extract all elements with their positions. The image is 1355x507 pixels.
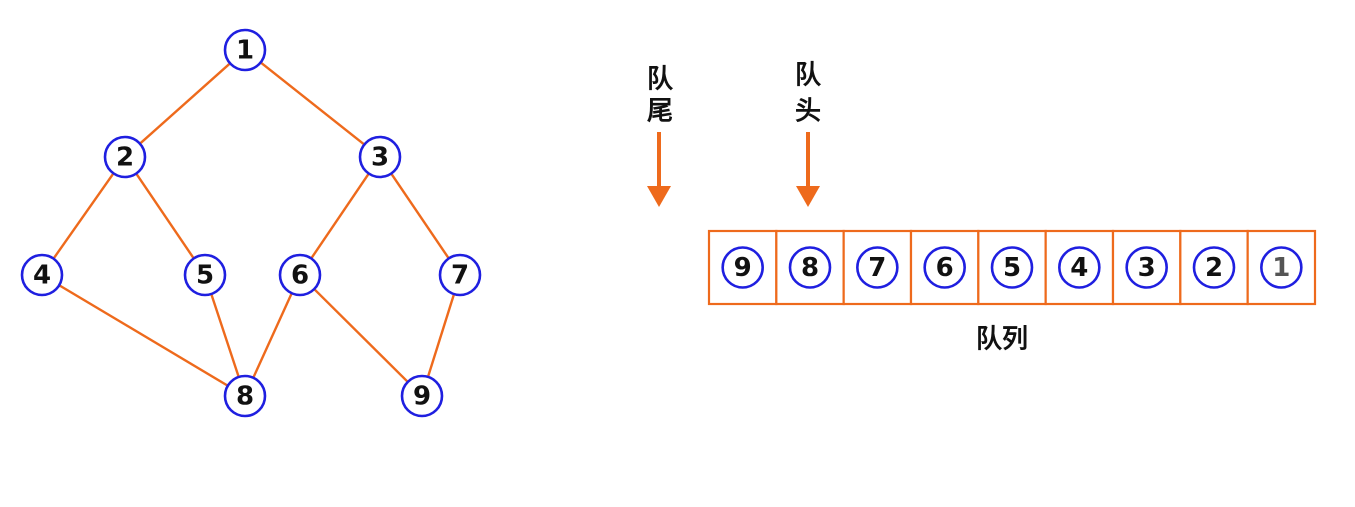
queue-cell-circle — [721, 246, 764, 289]
edge-6-8 — [252, 292, 293, 379]
graph-node-circle — [400, 374, 444, 418]
queue-cell-circle — [1260, 246, 1303, 289]
queue-tail-label-char-2: 尾 — [647, 97, 673, 127]
graph-node-label: 8 — [236, 382, 254, 412]
edge-3-7 — [390, 172, 450, 260]
graph-node-label: 3 — [371, 143, 389, 173]
edge-4-8 — [58, 284, 229, 387]
graph-node-8: 8 — [223, 374, 267, 418]
queue-head-arrow — [796, 132, 820, 207]
graph-node-7: 7 — [438, 253, 482, 297]
edge-3-6 — [310, 172, 370, 260]
edge-6-9 — [313, 288, 409, 383]
queue-cell-4: 4 — [1044, 229, 1115, 306]
graph-node-label: 6 — [291, 261, 309, 291]
graph-node-1: 1 — [223, 28, 267, 72]
graph-node-label: 4 — [33, 261, 51, 291]
graph-node-5: 5 — [183, 253, 227, 297]
graph-node-circle — [278, 253, 322, 297]
queue-cells: 9 8 7 6 5 4 3 2 1 — [707, 229, 1317, 306]
queue-cell-7: 7 — [842, 229, 913, 306]
queue-cell-circle — [856, 246, 899, 289]
edge-5-8 — [210, 293, 240, 378]
edge-2-4 — [52, 172, 115, 260]
edge-7-9 — [426, 293, 456, 378]
queue-cell-label: 5 — [1003, 253, 1021, 283]
edge-1-3 — [259, 61, 366, 146]
graph-edges — [52, 61, 456, 387]
queue-cell-5: 5 — [977, 229, 1047, 306]
graph-node-label: 1 — [236, 36, 254, 66]
graph-node-circle — [358, 135, 402, 179]
queue-cell-label: 4 — [1070, 253, 1088, 283]
graph-node-6: 6 — [278, 253, 322, 297]
graph-nodes: 1 2 3 4 5 6 7 8 9 — [20, 28, 482, 418]
graph-node-circle — [223, 374, 267, 418]
queue-cell-label: 6 — [936, 253, 954, 283]
queue-cell-label: 3 — [1138, 253, 1156, 283]
queue-cell-6: 6 — [909, 229, 980, 306]
queue-cell-label: 8 — [801, 253, 819, 283]
queue-cell-label: 2 — [1205, 253, 1223, 283]
graph-node-circle — [438, 253, 482, 297]
graph-node-2: 2 — [103, 135, 147, 179]
queue-cell-circle — [1125, 246, 1168, 289]
queue-cell-8: 8 — [775, 229, 845, 306]
graph-node-label: 9 — [413, 382, 431, 412]
graph-node-circle — [223, 28, 267, 72]
graph-node-label: 5 — [196, 261, 214, 291]
queue-cell-circle — [1058, 246, 1101, 289]
queue-cell-circle — [1192, 246, 1236, 289]
graph-node-4: 4 — [20, 253, 64, 297]
graph-node-label: 7 — [451, 261, 469, 291]
queue-cell-label: 1 — [1272, 253, 1290, 283]
queue-tail-arrow — [647, 132, 671, 207]
graph-node-circle — [103, 135, 147, 179]
queue-caption: 队列 — [976, 325, 1028, 355]
queue-head-label-char-2: 头 — [795, 97, 821, 127]
graph-node-3: 3 — [358, 135, 402, 179]
queue-cell-label: 9 — [734, 253, 752, 283]
graph-node-circle — [183, 253, 227, 297]
queue-cell-9: 9 — [707, 229, 778, 306]
graph-node-9: 9 — [400, 374, 444, 418]
queue-cell-circle — [990, 246, 1034, 289]
queue: 队 尾 队 头 9 8 7 6 5 4 3 2 1 队列 — [647, 61, 1317, 355]
queue-cell-circle — [923, 246, 966, 289]
edge-1-2 — [139, 62, 231, 145]
queue-cell-3: 3 — [1111, 229, 1182, 306]
queue-cell-1: 1 — [1246, 229, 1317, 306]
edge-2-5 — [135, 172, 195, 260]
queue-cell-2: 2 — [1179, 229, 1249, 306]
graph-node-label: 2 — [116, 143, 134, 173]
queue-tail-label-char-1: 队 — [647, 65, 674, 95]
queue-cell-circle — [788, 246, 832, 289]
graph: 1 2 3 4 5 6 7 8 9 — [20, 28, 482, 418]
queue-cell-label: 7 — [868, 253, 886, 283]
queue-head-label-char-1: 队 — [795, 61, 822, 91]
graph-node-circle — [20, 253, 64, 297]
